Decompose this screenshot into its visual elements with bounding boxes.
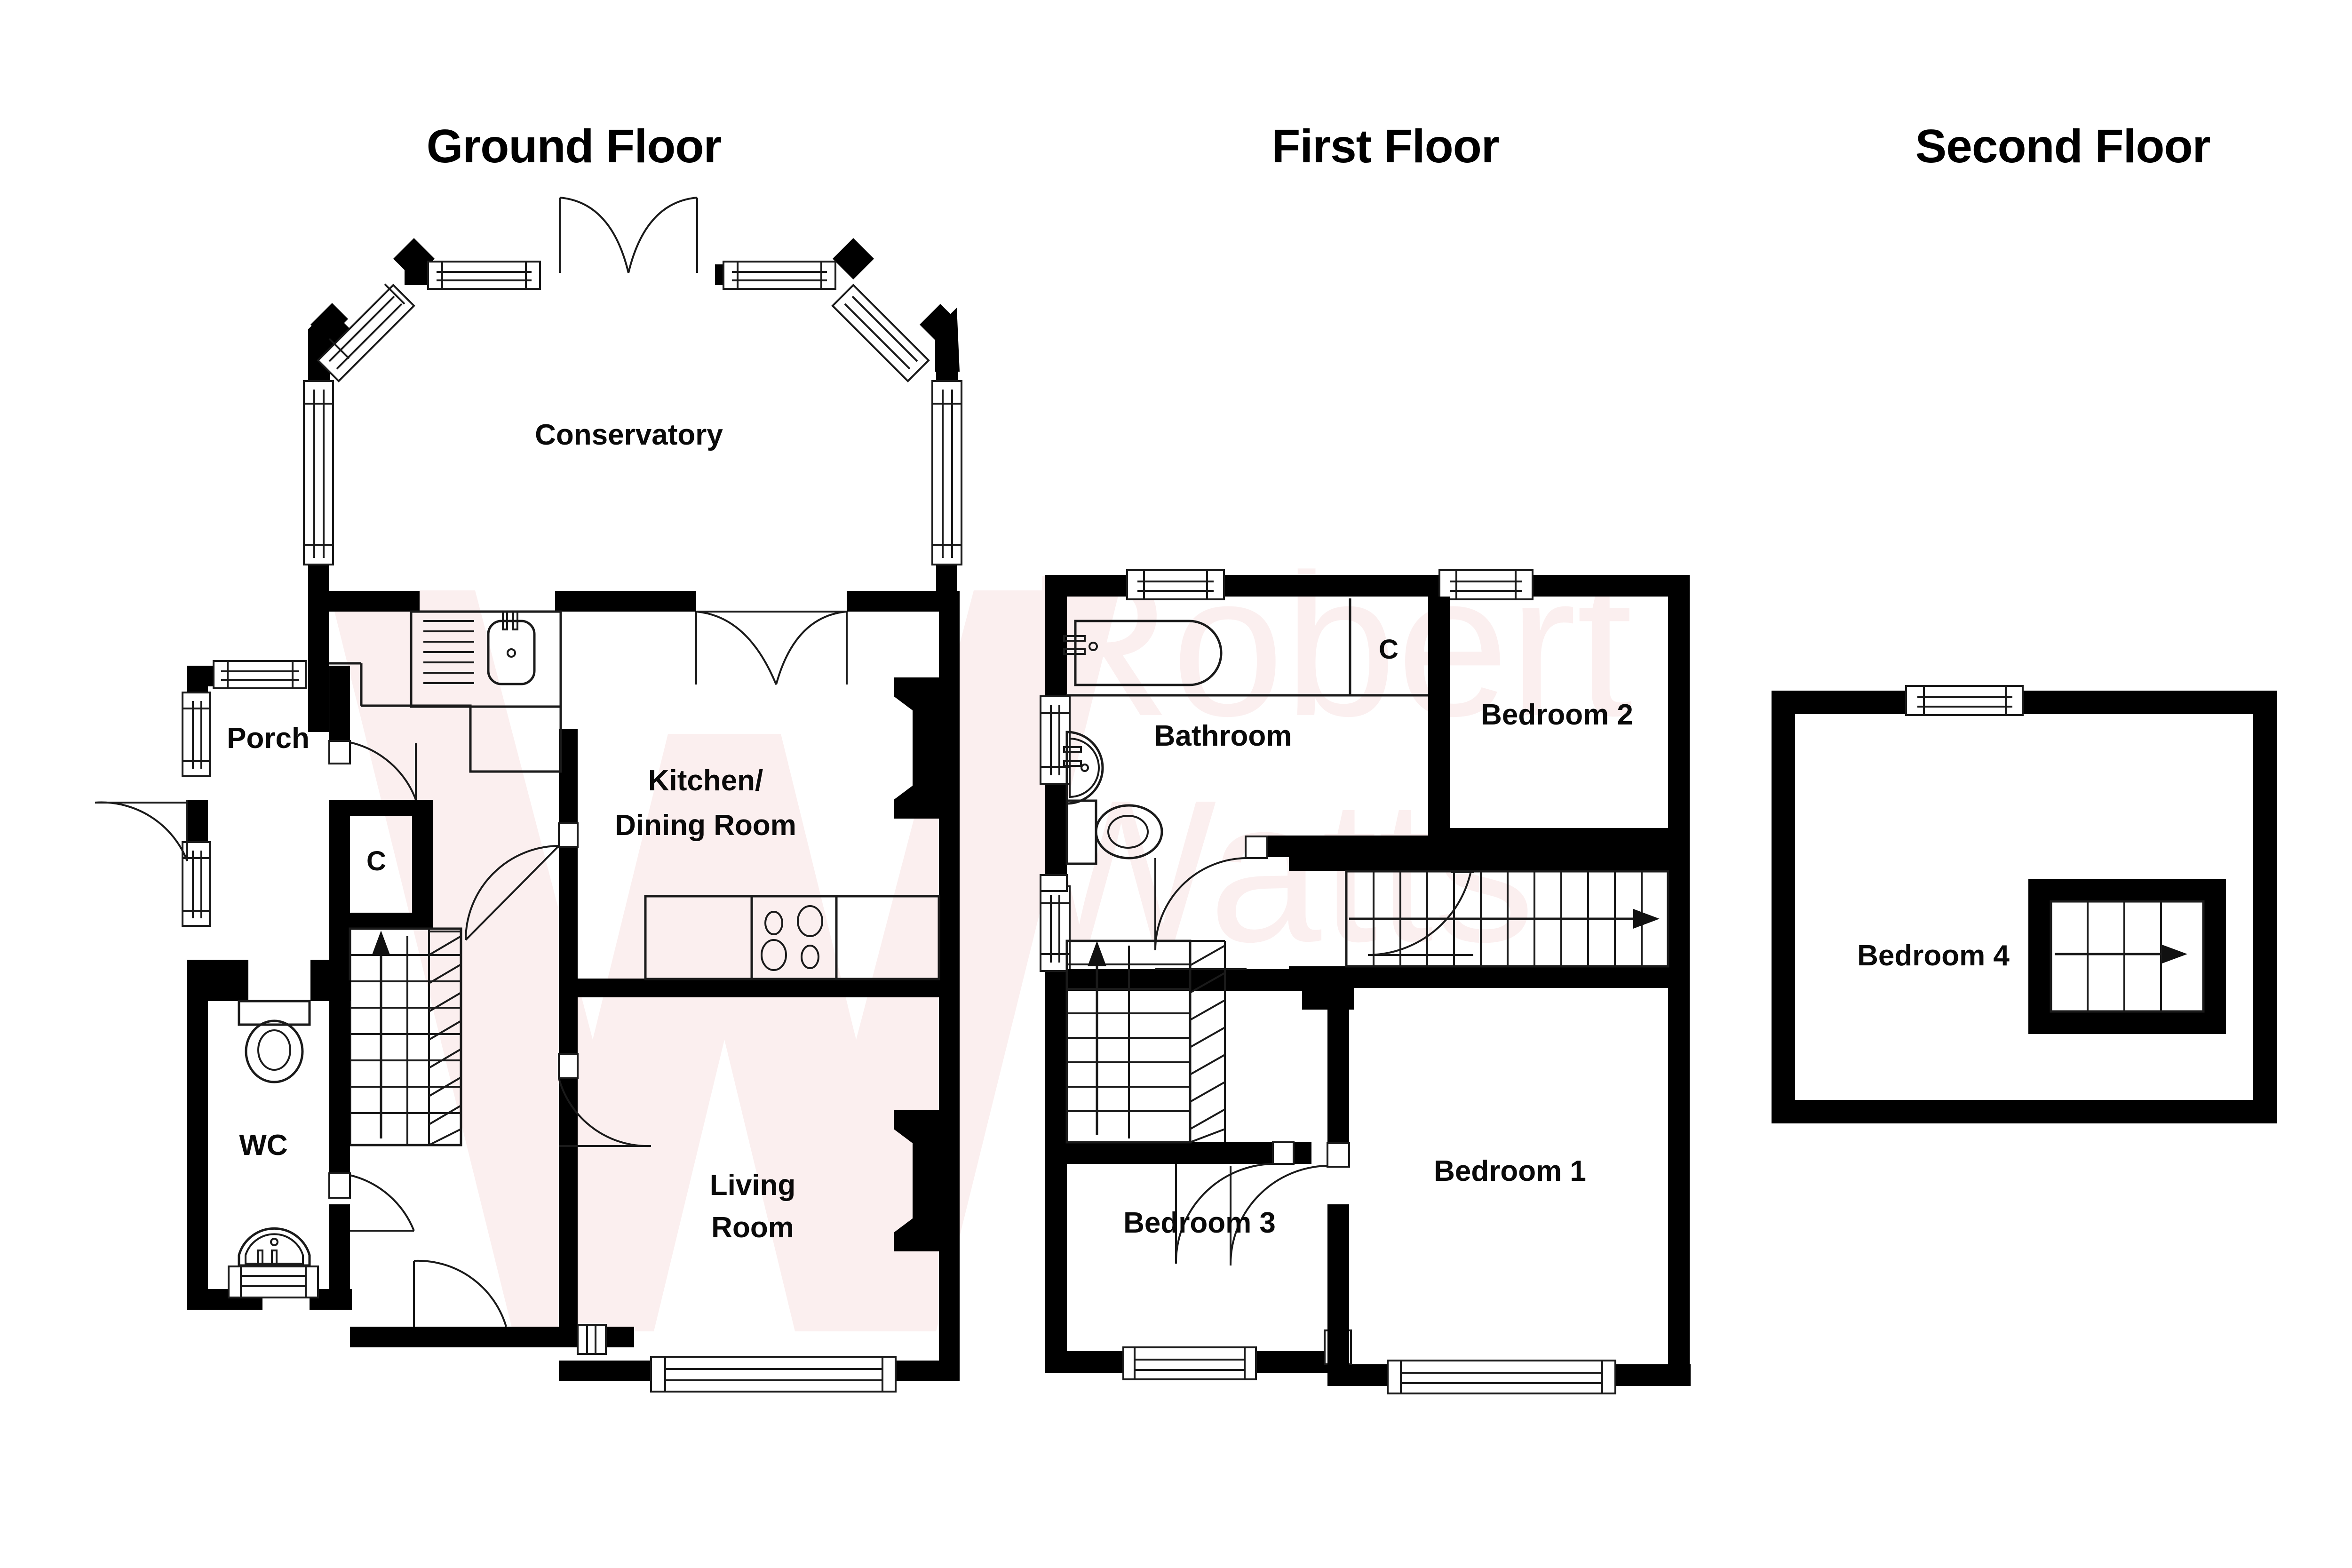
room-label-bedroom1: Bedroom 1 — [1434, 1155, 1586, 1187]
window-living-room-side — [577, 1324, 607, 1355]
door-bedroom1[interactable] — [1229, 1142, 1350, 1266]
window-porch-top — [213, 660, 307, 689]
kitchen-worktop-run — [329, 612, 562, 773]
hob-burners-icon — [761, 905, 823, 971]
wc-walls — [187, 980, 352, 1310]
window-bedroom1-bottom — [1387, 1360, 1616, 1394]
second-floor-stairwell — [2028, 879, 2226, 1034]
window-conservatory-ne — [831, 284, 930, 382]
window-bedroom3-side — [1040, 874, 1068, 892]
window-bathroom-top — [1126, 569, 1225, 600]
window-porch-left-upper — [182, 692, 211, 777]
room-label-porch: Porch — [227, 722, 310, 755]
window-landing-left — [1040, 885, 1071, 972]
room-label-wc: WC — [239, 1129, 287, 1162]
ground-cupboard-walls — [329, 800, 433, 941]
window-conservatory-right — [931, 380, 962, 565]
door-wc[interactable] — [328, 1172, 415, 1232]
room-label-cupboard-ground: C — [366, 846, 386, 876]
window-living-room-bottom — [650, 1356, 897, 1393]
bedroom1-walls — [1302, 988, 1354, 1369]
staircase-to-second-floor — [1065, 939, 1226, 1144]
door-hall-rear[interactable] — [413, 1259, 507, 1327]
door-bathroom[interactable] — [1154, 836, 1268, 970]
door-kitchen-to-conservatory[interactable] — [695, 611, 848, 685]
room-label-bedroom4: Bedroom 4 — [1857, 939, 2010, 972]
room-label-bedroom3: Bedroom 3 — [1123, 1207, 1276, 1239]
window-bedroom3-bottom — [1122, 1346, 1257, 1380]
room-label-living-line2: Room — [711, 1211, 794, 1244]
room-label-conservatory: Conservatory — [535, 419, 723, 451]
door-bedroom3[interactable] — [1175, 1141, 1295, 1264]
room-label-living-line1: Living — [710, 1169, 796, 1202]
floor-title-second: Second Floor — [1915, 120, 2210, 173]
room-label-bedroom2: Bedroom 2 — [1481, 699, 1633, 731]
first-floor-exterior-walls — [1045, 575, 1691, 1386]
wc-toilet-icon — [238, 1000, 311, 1083]
window-bathroom-left — [1040, 695, 1071, 785]
window-bedroom2-top — [1438, 569, 1534, 600]
staircase-hatch-second — [1190, 940, 1226, 1143]
floor-title-ground: Ground Floor — [427, 120, 722, 173]
door-conservatory-french[interactable] — [559, 197, 698, 273]
kitchen-dining-walls — [308, 591, 960, 1381]
kitchen-hob-unit — [644, 895, 940, 980]
sink-bowl-icon — [487, 611, 536, 685]
staircase-hatch — [428, 929, 462, 1146]
bedroom3-walls — [1067, 1142, 1311, 1164]
ground-floor-plan: Conservatory — [95, 197, 962, 1393]
room-label-kitchen-line2: Dining Room — [615, 809, 796, 842]
room-label-cupboard-first: C — [1379, 634, 1398, 665]
window-conservatory-top-right — [723, 261, 836, 290]
first-floor-plan: C Bathroom — [1040, 569, 1691, 1394]
sink-drainer-icon — [423, 620, 474, 684]
room-label-bathroom: Bathroom — [1154, 720, 1292, 752]
door-hall-to-kitchen[interactable] — [465, 822, 579, 941]
second-floor-plan: Bedroom 4 — [1772, 685, 2277, 1123]
window-bedroom4-top — [1905, 685, 2024, 716]
floor-title-first: First Floor — [1271, 120, 1499, 173]
second-floor-walls — [1772, 691, 2277, 1123]
door-living-room[interactable] — [558, 1053, 652, 1147]
staircase-first-landing — [1289, 849, 1669, 989]
wc-basin-icon — [228, 1227, 319, 1298]
window-conservatory-left — [303, 380, 334, 565]
window-conservatory-nw — [317, 283, 415, 382]
door-porch-to-hall[interactable] — [328, 740, 417, 800]
door-porch-entrance[interactable] — [95, 800, 188, 861]
bathtub-icon — [1063, 620, 1428, 697]
staircase-ground-up — [349, 927, 462, 1146]
kitchen-sink-unit — [410, 610, 562, 708]
window-conservatory-top-left — [427, 261, 541, 290]
room-label-kitchen-line1: Kitchen/ — [648, 764, 763, 797]
bathroom-toilet-icon — [1065, 799, 1163, 865]
